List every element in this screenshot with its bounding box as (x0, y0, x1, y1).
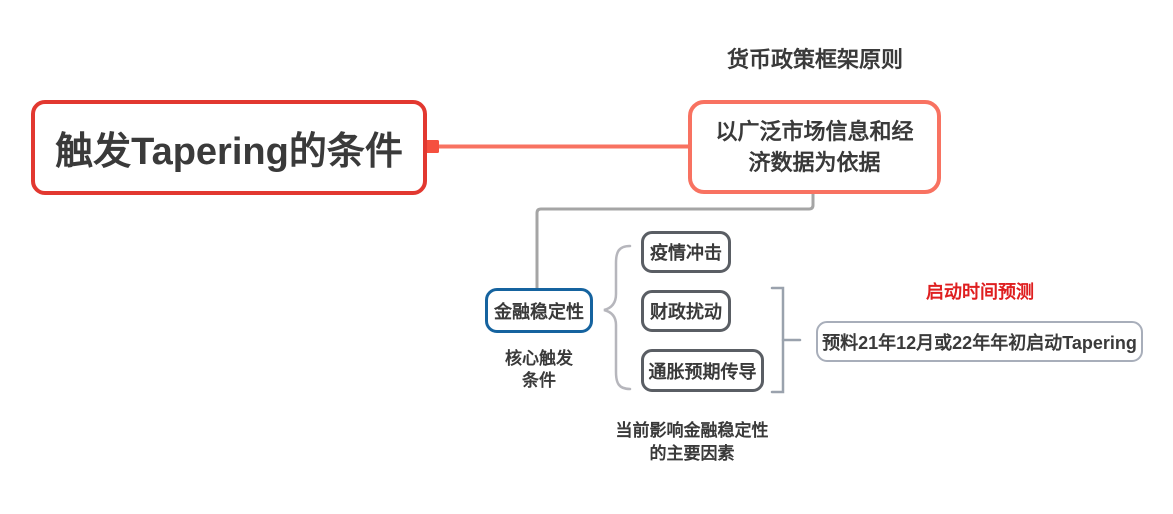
factor-fiscal-label: 财政扰动 (650, 302, 722, 322)
stability-note-label[interactable]: 核心触发 条件 (470, 348, 608, 392)
factor-topic-pandemic[interactable]: 疫情冲击 (641, 231, 731, 273)
factor-pandemic-label: 疫情冲击 (650, 243, 722, 263)
principle-topic-text: 以广泛市场信息和经 济数据为依据 (715, 116, 913, 178)
factor-topic-fiscal[interactable]: 财政扰动 (641, 290, 731, 332)
principle-line-2: 济数据为依据 (748, 150, 881, 175)
root-topic-label: 触发Tapering的条件 (55, 131, 403, 173)
factors-prediction-bracket (770, 286, 785, 394)
stability-note-line-2: 条件 (522, 371, 556, 390)
factors-note-label[interactable]: 当前影响金融稳定性 的主要因素 (572, 419, 812, 465)
factor-inflation-label: 通胀预期传导 (648, 361, 757, 382)
prediction-topic-label: 预料21年12月或22年年初启动Tapering (822, 332, 1137, 353)
prediction-callout-label[interactable]: 启动时间预测 (926, 282, 1034, 302)
stability-topic-label: 金融稳定性 (494, 301, 584, 322)
principle-line-1: 以广泛市场信息和经 (715, 119, 914, 144)
root-topic[interactable]: 触发Tapering的条件 (31, 100, 427, 195)
prediction-topic[interactable]: 预料21年12月或22年年初启动Tapering (816, 321, 1143, 362)
principle-topic[interactable]: 以广泛市场信息和经 济数据为依据 (688, 100, 941, 194)
factor-topic-inflation[interactable]: 通胀预期传导 (641, 349, 764, 392)
stability-note-line-1: 核心触发 (505, 349, 573, 368)
factors-note-line-1: 当前影响金融稳定性 (615, 421, 769, 440)
stability-topic[interactable]: 金融稳定性 (485, 288, 593, 333)
factors-note-line-2: 的主要因素 (649, 444, 735, 463)
principle-callout-label[interactable]: 货币政策框架原则 (726, 47, 903, 72)
